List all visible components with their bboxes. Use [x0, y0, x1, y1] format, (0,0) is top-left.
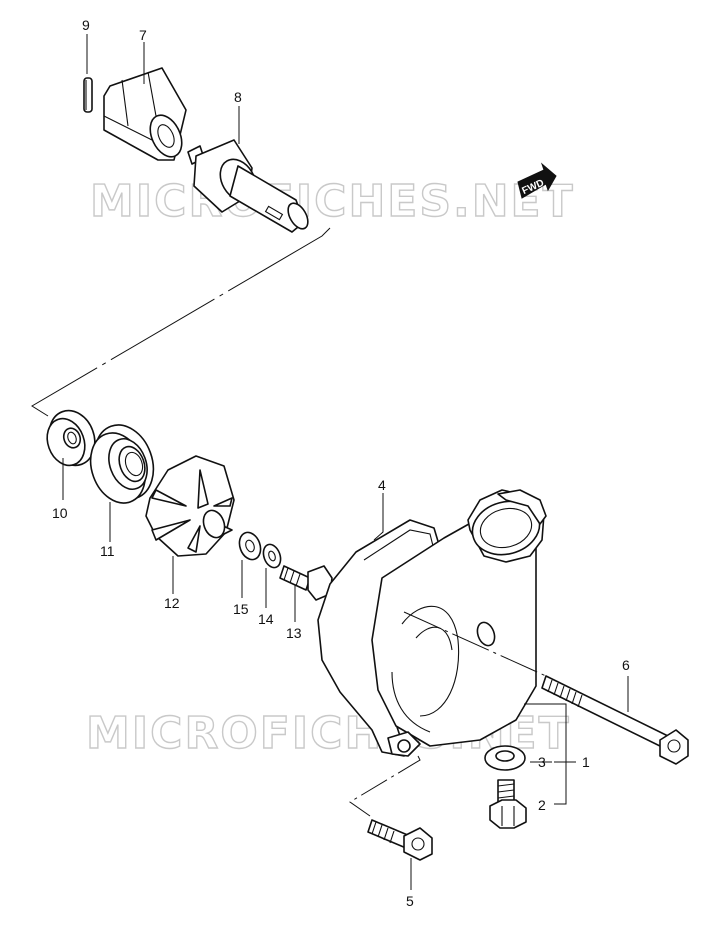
callout-5: 5 [406, 893, 414, 909]
part-14-washer [262, 543, 282, 569]
part-11-mechanical-seal [89, 424, 155, 504]
part-9-pin [83, 77, 93, 113]
leader-lines [62, 34, 629, 890]
part-5-bolt [367, 819, 433, 861]
callout-2: 2 [538, 797, 546, 813]
part-12-impeller [145, 455, 235, 557]
part-2-drain-bolt [489, 779, 527, 829]
part-7-coupling [103, 67, 187, 161]
callout-6: 6 [622, 657, 630, 673]
callout-13: 13 [286, 625, 302, 641]
callout-15: 15 [233, 601, 249, 617]
callout-4: 4 [378, 477, 386, 493]
callout-12: 12 [164, 595, 180, 611]
watermark-top: MICROFICHES.NET [90, 176, 575, 227]
callout-8: 8 [234, 89, 242, 105]
part-8-shaft [187, 139, 309, 233]
part-10-oil-seal [46, 409, 96, 467]
part-6-long-bolt [541, 675, 689, 765]
part-13-bolt [279, 565, 333, 601]
alignment-line-shaft [31, 227, 331, 417]
callout-14: 14 [258, 611, 274, 627]
part-3-washer [484, 745, 526, 771]
callout-3: 3 [538, 754, 546, 770]
alignment-line-bolt-6 [403, 611, 547, 677]
callout-7: 7 [139, 27, 147, 43]
part-4-pump-case [317, 489, 547, 757]
callout-1: 1 [582, 754, 590, 770]
part-15-washer [238, 531, 262, 561]
callouts: 9 7 8 10 11 12 15 14 13 4 6 3 1 2 5 [52, 17, 630, 909]
callout-11: 11 [100, 543, 115, 559]
callout-10: 10 [52, 505, 68, 521]
callout-9: 9 [82, 17, 90, 33]
